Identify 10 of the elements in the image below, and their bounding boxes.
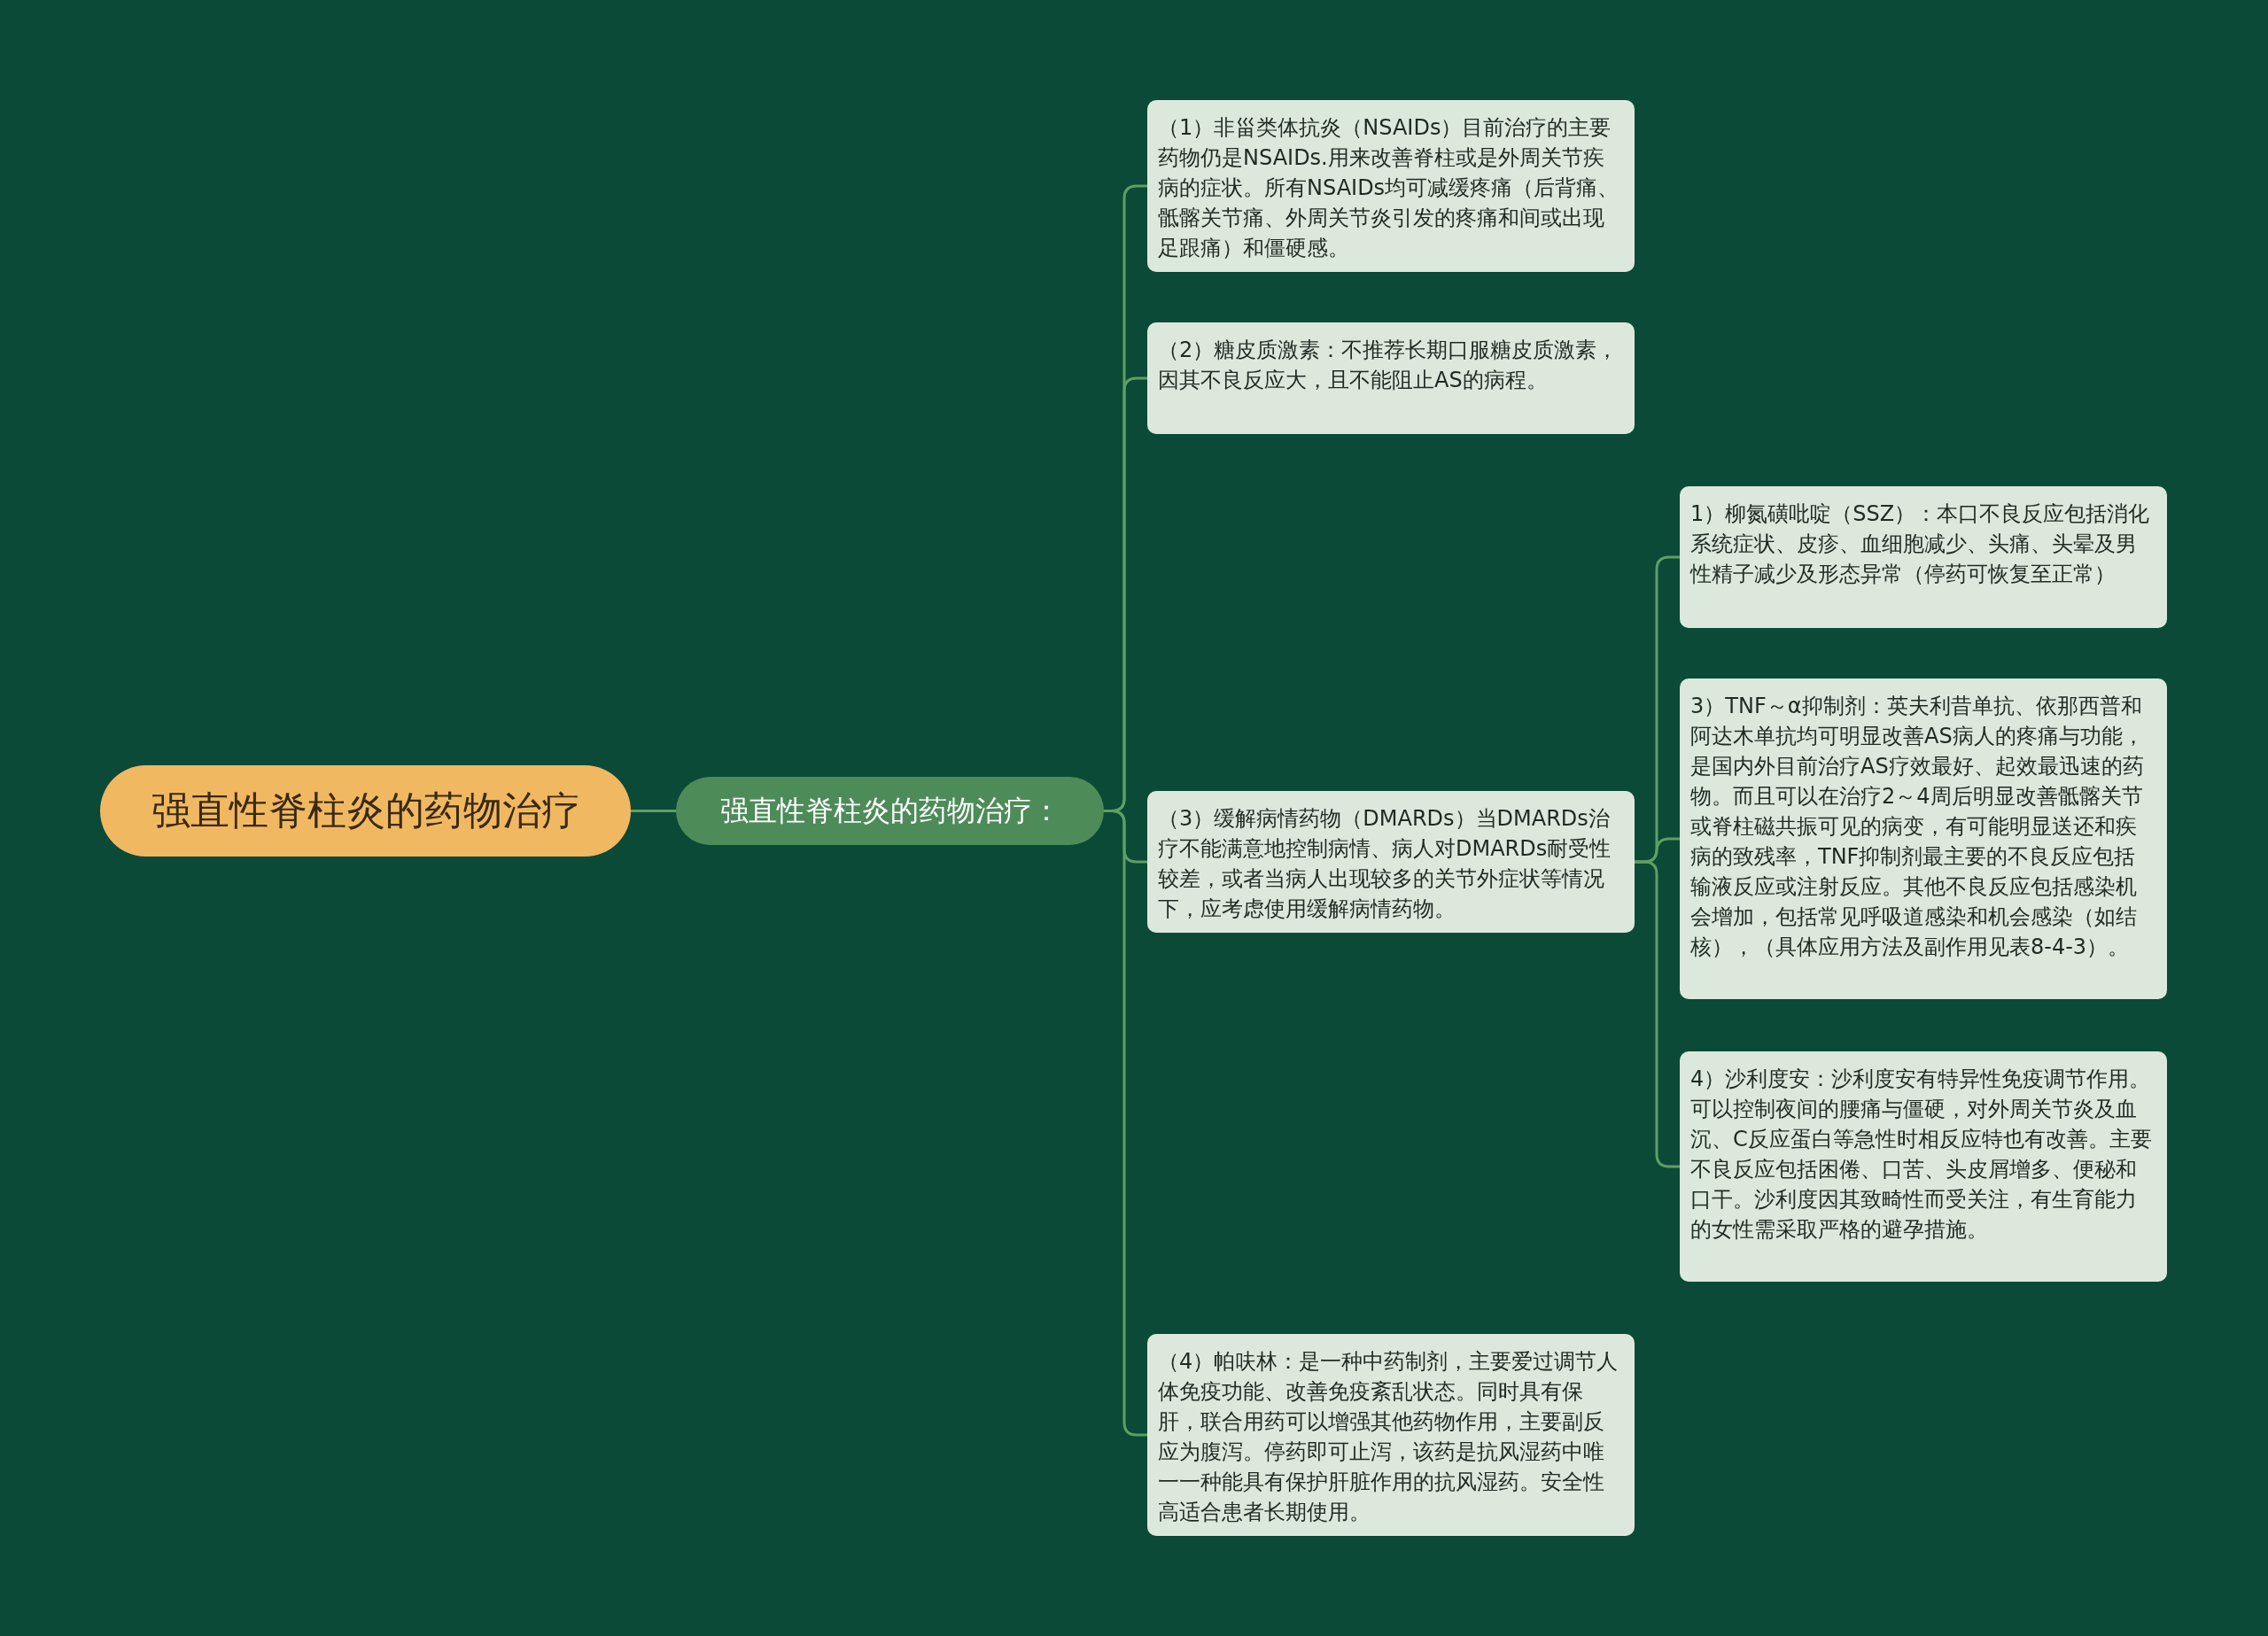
topic-box: 3）TNF～α抑制剂：英夫利昔单抗、依那西普和阿达木单抗均可明显改善AS病人的疼痛与功能，是国内外目前治疗AS疗效最好、起效最迅速的药物。而且可以在治疗2～4周后明显改善骶髂关节或脊柱磁共振可见的病变，有可能明显送还和疾病的致残率，TNF抑制剂最主要的不良反应包括输液反应或注射反应。其他不良反应包括感染机会增加，包括常见呼吸道感染和机会感染（如结核），（具体应用方法及副作用见表8-4-3）。 (1680, 678, 2167, 999)
topic-box: 1）柳氮磺吡啶（SSZ）：本口不良反应包括消化系统症状、皮疹、血细胞减少、头痛、头晕及男性精子减少及形态异常（停药可恢复至正常） (1680, 486, 2167, 628)
topic-box: （4）帕呋林：是一种中药制剂，主要爱过调节人体免疫功能、改善免疫紊乱状态。同时具有保肝，联合用药可以增强其他药物作用，主要副反应为腹泻。停药即可止泻，该药是抗风湿药中唯一一种能具有保护肝脏作用的抗风湿药。安全性高适合患者长期使用。 (1147, 1334, 1635, 1536)
topic-box: 4）沙利度安：沙利度安有特异性免疫调节作用。可以控制夜间的腰痛与僵硬，对外周关节炎及血沉、C反应蛋白等急性时相反应特也有改善。主要不良反应包括困倦、口苦、头皮屑增多、便秘和口干。沙利度因其致畸性而受关注，有生育能力的女性需采取严格的避孕措施。 (1680, 1051, 2167, 1282)
topic-box: （3）缓解病情药物（DMARDs）当DMARDs治疗不能满意地控制病情、病人对DMARDs耐受性较差，或者当病人出现较多的关节外症状等情况下，应考虑使用缓解病情药物。 (1147, 791, 1635, 933)
connector-line (631, 810, 676, 812)
branch-topic: 强直性脊柱炎的药物治疗： (676, 777, 1104, 845)
topic-box: （1）非甾类体抗炎（NSAIDs）目前治疗的主要药物仍是NSAIDs.用来改善脊柱或是外周关节疾病的症状。所有NSAIDs均可减缓疼痛（后背痛、骶髂关节痛、外周关节炎引发的疼痛和间或出现足跟痛）和僵硬感。 (1147, 100, 1635, 272)
topic-box: （2）糖皮质激素：不推荐长期口服糖皮质激素，因其不良反应大，且不能阻止AS的病程。 (1147, 322, 1635, 434)
central-topic: 强直性脊柱炎的药物治疗 (100, 765, 631, 857)
